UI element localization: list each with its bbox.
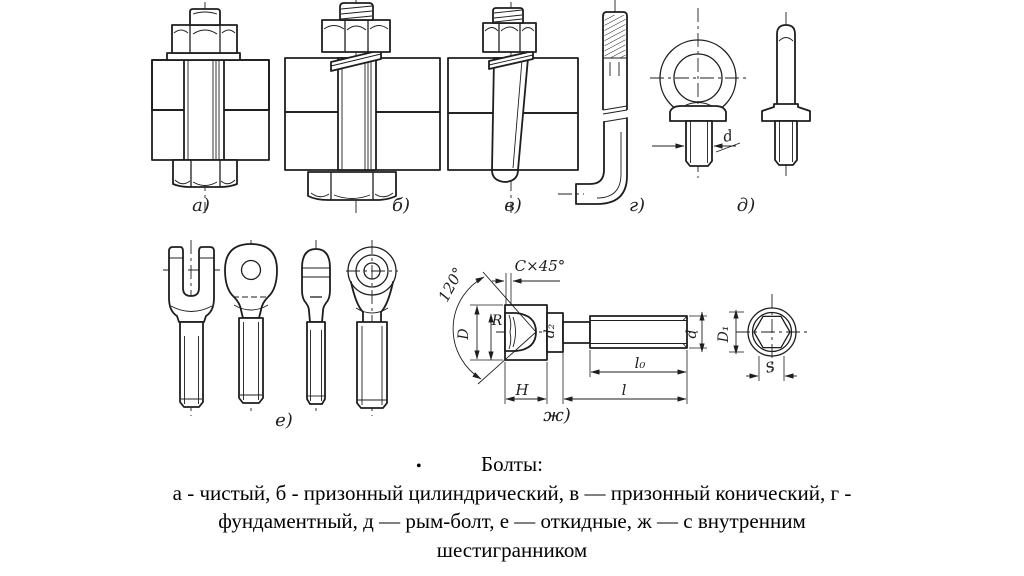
dim-D: D — [456, 328, 472, 340]
label-v: в) — [504, 195, 522, 216]
dim-S: S — [764, 359, 777, 377]
list-bullet: • — [416, 458, 422, 475]
drawing-bolt-b: б) — [284, 0, 441, 216]
caption-line-2: фундаментный, д — рым-болт, е — откидные… — [218, 509, 806, 533]
caption-line-3: шестигранником — [436, 537, 588, 562]
dim-d: d — [684, 329, 700, 338]
drawing-bolts-e: е) — [163, 240, 398, 431]
label-b: б) — [392, 195, 410, 216]
dim-l0: l₀ — [635, 354, 646, 372]
label-g: г) — [629, 195, 645, 216]
caption-line-1: а - чистый, б - призонный цилиндрический… — [172, 480, 852, 505]
label-a: а) — [192, 195, 210, 216]
dim-angle: 120° — [435, 264, 468, 304]
caption-title-line: • Болты: — [0, 450, 1024, 479]
caption-title: Болты: — [481, 452, 543, 476]
figure-caption: • Болты: а - чистый, б - призонный цилин… — [0, 450, 1024, 564]
drawing-bolt-d: d д) — [650, 8, 811, 216]
label-d: д) — [737, 195, 755, 216]
dim-l: l — [622, 381, 627, 399]
drawing-bolt-zh: C×45° 120° D R d₂ d D₁ — [435, 257, 808, 426]
drawing-bolt-a: а) — [151, 2, 270, 216]
drawing-bolt-g: г) — [558, 0, 645, 216]
drawing-bolt-v: в) — [447, 2, 579, 216]
dim-d2: d₂ — [542, 323, 558, 338]
dim-H: H — [514, 381, 529, 399]
dim-chamfer: C×45° — [515, 257, 566, 275]
dim-d-eye: d — [721, 126, 734, 146]
dim-D1: D₁ — [716, 326, 732, 344]
label-zh: ж) — [543, 405, 570, 426]
dim-R: R — [491, 313, 503, 329]
bolts-figure: а) б) — [151, 0, 811, 431]
label-e: е) — [275, 410, 293, 431]
